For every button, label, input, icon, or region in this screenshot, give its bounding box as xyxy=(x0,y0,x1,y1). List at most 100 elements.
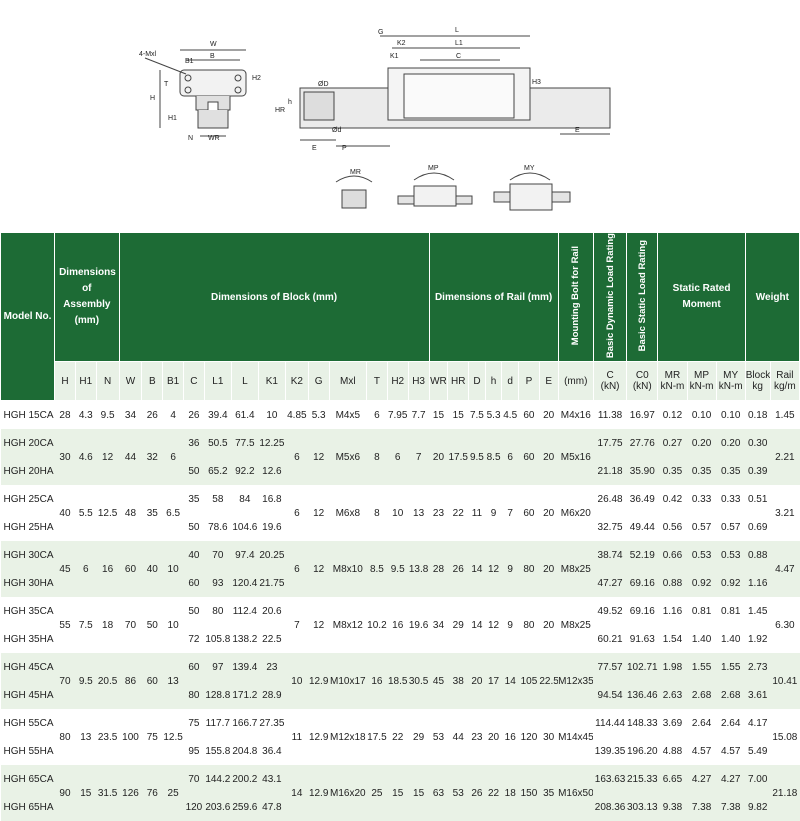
cell-h3: 15 xyxy=(408,765,430,821)
cell-d: 14 xyxy=(468,541,486,598)
cell-c: 72 xyxy=(183,625,205,654)
cell-g: 12.9 xyxy=(308,765,330,821)
cell-e: 20 xyxy=(539,485,559,542)
sub-mxl: Mxl xyxy=(328,361,368,402)
cell-d: 16 xyxy=(501,709,519,766)
cell-e: 20 xyxy=(539,597,559,654)
cell-g: 12.9 xyxy=(308,653,330,710)
cell-block: 2.73 xyxy=(745,653,771,682)
cell-k1: 12.25 xyxy=(258,429,286,458)
cell-my: 7.38 xyxy=(716,793,746,821)
label-4-mxl: 4-Mxl xyxy=(139,51,157,58)
cell-rail-weight: 1.45 xyxy=(770,400,800,430)
cell-mxl: M8x10 xyxy=(329,541,367,598)
cell-l1: 78.6 xyxy=(204,513,232,542)
cell-rail-weight: 21.18 xyxy=(770,765,800,821)
sub-b: B xyxy=(141,361,164,402)
cell-h2: 16 xyxy=(387,597,409,654)
cell-my: 0.33 xyxy=(716,485,746,514)
cell-b: 26 xyxy=(141,400,163,430)
cell-b: 75 xyxy=(141,709,163,766)
sub-c-dyn-label: C xyxy=(606,370,614,382)
cell-k2: 14 xyxy=(285,765,309,821)
cell-d: 7 xyxy=(501,485,519,542)
cell-my: 0.10 xyxy=(716,400,746,430)
cell-hr: 22 xyxy=(447,485,469,542)
sub-c-dyn-unit: (kN) xyxy=(600,381,620,393)
label-e-right: E xyxy=(575,127,580,134)
cell-k1: 19.6 xyxy=(258,513,286,542)
front-view: 4-Mxl W B B1 T H H1 H2 N WR xyxy=(139,41,261,142)
label-e-left: E xyxy=(312,145,317,152)
cell-mr: 2.63 xyxy=(657,681,687,710)
cell-mr: 0.56 xyxy=(657,513,687,542)
cell-my: 2.64 xyxy=(716,709,746,738)
cell-block: 7.00 xyxy=(745,765,771,794)
cell-l: 104.6 xyxy=(231,513,259,542)
cell-mp: 0.53 xyxy=(687,541,717,570)
cell-mp: 0.10 xyxy=(687,400,717,430)
cell-my: 1.55 xyxy=(716,653,746,682)
cell-c0: 102.71 xyxy=(626,653,658,682)
cell-k1: 43.1 xyxy=(258,765,286,794)
cell-g: 12 xyxy=(308,541,330,598)
cell-c: 50 xyxy=(183,597,205,626)
cell-h3: 7.7 xyxy=(408,400,430,430)
cell-b1: 4 xyxy=(162,400,184,430)
cell-h: 12 xyxy=(485,541,502,598)
cell-h: 20 xyxy=(485,709,502,766)
cell-mr: 0.88 xyxy=(657,569,687,598)
cell-model: HGH 35CA xyxy=(0,597,55,626)
cell-g: 5.3 xyxy=(308,400,330,430)
sub-block-unit: kg xyxy=(752,381,763,393)
sub-mr-label: MR xyxy=(664,370,681,382)
label-h: H xyxy=(150,95,155,102)
cell-bolt: M14x45 xyxy=(558,709,594,766)
cell-d: 23 xyxy=(468,709,486,766)
cell-k1: 21.75 xyxy=(258,569,286,598)
cell-d: 9 xyxy=(501,597,519,654)
cell-c0: 196.20 xyxy=(626,737,658,766)
cell-wr: 45 xyxy=(429,653,448,710)
cell-block: 5.49 xyxy=(745,737,771,766)
cell-model: HGH 55HA xyxy=(0,737,55,766)
sub-l: L xyxy=(230,361,259,402)
cell-cdyn: 17.75 xyxy=(593,429,627,458)
cell-k1: 12.6 xyxy=(258,457,286,486)
cell-k2: 10 xyxy=(285,653,309,710)
cell-bolt: M8x25 xyxy=(558,541,594,598)
cell-cdyn: 47.27 xyxy=(593,569,627,598)
cell-k1: 22.5 xyxy=(258,625,286,654)
cell-b1: 12.5 xyxy=(162,709,184,766)
cell-d: 7.5 xyxy=(468,400,486,430)
label-c: C xyxy=(456,53,461,60)
sub-c0: C0(kN) xyxy=(626,361,659,402)
sub-h-small: h xyxy=(484,361,503,402)
cell-mxl: M4x5 xyxy=(329,400,367,430)
header-moment: Static Rated Moment xyxy=(657,231,746,363)
cell-mr: 1.98 xyxy=(657,653,687,682)
cell-c: 120 xyxy=(183,793,205,821)
label-mp: MP xyxy=(428,165,439,172)
moment-icons: MR MP MY xyxy=(335,165,571,211)
cell-l: 171.2 xyxy=(231,681,259,710)
cell-n: 9.5 xyxy=(96,400,120,430)
cell-block: 3.61 xyxy=(745,681,771,710)
label-k2: K2 xyxy=(397,40,406,47)
cell-l1: 203.6 xyxy=(204,793,232,821)
cell-model: HGH 55CA xyxy=(0,709,55,738)
cell-mr: 9.38 xyxy=(657,793,687,821)
cell-c: 75 xyxy=(183,709,205,738)
cell-my: 4.57 xyxy=(716,737,746,766)
cell-e: 35 xyxy=(539,765,559,821)
cell-block: 0.51 xyxy=(745,485,771,514)
cell-my: 4.27 xyxy=(716,765,746,794)
cell-k2: 6 xyxy=(285,429,309,486)
cell-p: 150 xyxy=(518,765,540,821)
cell-hr: 53 xyxy=(447,765,469,821)
cell-hr: 29 xyxy=(447,597,469,654)
